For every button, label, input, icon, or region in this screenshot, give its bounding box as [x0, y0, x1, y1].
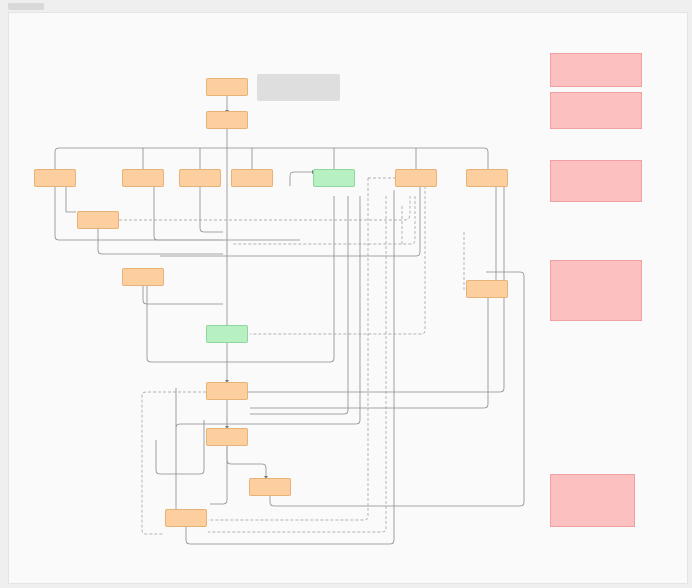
- edge: [226, 446, 267, 478]
- edge: [269, 271, 525, 507]
- edge: [248, 186, 505, 393]
- diagram-node[interactable]: [122, 268, 164, 286]
- edge: [250, 298, 489, 409]
- edge: [199, 186, 223, 233]
- dashed-edge: [250, 186, 426, 335]
- edge: [97, 228, 223, 255]
- arrowhead: [225, 380, 229, 383]
- dashed-edge: [141, 391, 206, 535]
- annotation-note: [550, 260, 642, 321]
- diagram-node[interactable]: [395, 169, 437, 187]
- diagram-node[interactable]: [206, 111, 248, 129]
- dashed-edge: [208, 196, 387, 533]
- diagram-node[interactable]: [34, 169, 76, 187]
- diagram-node[interactable]: [231, 169, 273, 187]
- legend-box: [257, 74, 340, 101]
- diagram-node[interactable]: [179, 169, 221, 187]
- edge: [153, 186, 300, 241]
- diagram-node[interactable]: [165, 509, 207, 527]
- edge: [175, 196, 361, 429]
- arrowhead: [225, 426, 229, 429]
- edge: [54, 186, 223, 241]
- edge: [155, 420, 205, 475]
- dashed-edge: [232, 196, 416, 245]
- annotation-note: [550, 92, 642, 129]
- annotation-note: [550, 474, 635, 527]
- diagram-node[interactable]: [206, 78, 248, 96]
- edge: [142, 148, 417, 170]
- diagram-node[interactable]: [122, 169, 164, 187]
- diagram-node[interactable]: [77, 211, 119, 229]
- annotation-note: [550, 53, 642, 87]
- diagram-node[interactable]: [206, 428, 248, 446]
- annotation-note: [550, 160, 642, 202]
- edge: [250, 196, 349, 415]
- edge: [185, 190, 395, 545]
- edge: [210, 446, 228, 505]
- top-bar: [0, 0, 692, 12]
- diagram-node[interactable]: [466, 169, 508, 187]
- dashed-edge: [119, 196, 411, 221]
- document-tab[interactable]: [8, 3, 44, 10]
- diagram-node[interactable]: [313, 169, 355, 187]
- edge: [54, 129, 489, 170]
- diagram-node[interactable]: [206, 325, 248, 343]
- diagram-node[interactable]: [249, 478, 291, 496]
- edge: [146, 196, 335, 363]
- edge: [142, 286, 223, 305]
- arrowhead: [264, 476, 268, 479]
- dashed-edge: [208, 178, 369, 521]
- edge: [160, 186, 421, 257]
- diagram-node[interactable]: [206, 382, 248, 400]
- diagram-node[interactable]: [466, 280, 508, 298]
- edge: [289, 171, 314, 186]
